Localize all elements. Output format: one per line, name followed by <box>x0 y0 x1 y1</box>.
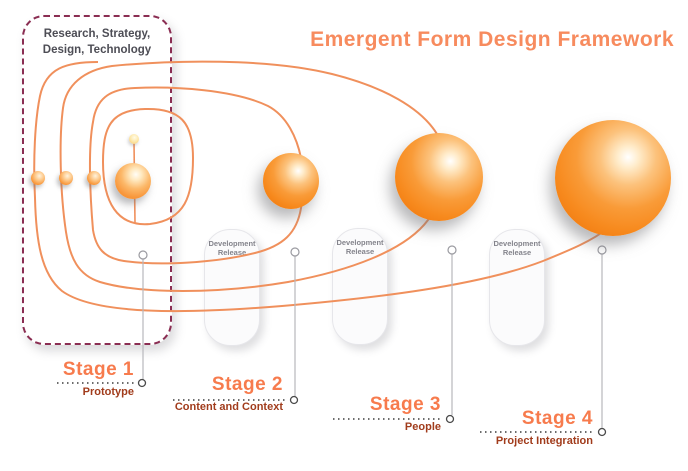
pill-label: Development Release <box>336 238 384 256</box>
orbit-loop-inner <box>101 107 195 226</box>
sphere-stage-1 <box>115 163 151 199</box>
orbit-curve-stage4 <box>33 61 609 313</box>
stage-2-sublabel: Content and Context <box>174 401 283 413</box>
development-release-pill-3: Development Release <box>489 229 545 346</box>
stage-connector-circle-1 <box>138 250 148 260</box>
stage-3-sublabel: People <box>404 421 441 433</box>
development-release-pill-2: Development Release <box>332 228 388 345</box>
sphere-stage-2 <box>263 153 319 209</box>
stage-2-name: Stage 2 <box>211 374 283 395</box>
sphere-stage-3 <box>395 133 483 221</box>
stage-marker-circle-1 <box>137 378 147 388</box>
framework-title: Emergent Form Design Framework <box>310 28 674 51</box>
mini-sphere-1 <box>31 171 45 185</box>
stage-3-name: Stage 3 <box>369 394 441 415</box>
mini-sphere-3 <box>87 171 101 185</box>
stage-1-sublabel: Prototype <box>82 386 134 398</box>
mini-sphere-2 <box>59 171 73 185</box>
pill-label: Development Release <box>208 239 256 257</box>
research-box-label-line2: Design, Technology <box>42 44 152 56</box>
stage-1-labels: Stage 1 Prototype <box>20 359 134 399</box>
stage-connector-circle-2 <box>290 247 300 257</box>
stage-2-labels: Stage 2 Content and Context <box>149 374 283 414</box>
stage-4-labels: Stage 4 Project Integration <box>453 408 593 448</box>
stage-connector-circle-3 <box>447 245 457 255</box>
research-box-label: Research, Strategy, Design, Technology <box>22 26 172 58</box>
orbit-loop-stage2 <box>88 86 305 265</box>
stage-3-labels: Stage 3 People <box>301 394 441 434</box>
stage-connector-circle-4 <box>597 245 607 255</box>
stage-4-name: Stage 4 <box>521 408 593 429</box>
stage-marker-circle-3 <box>445 414 455 424</box>
research-box-label-line1: Research, Strategy, <box>43 28 151 40</box>
seed-sphere <box>129 134 139 144</box>
pill-label: Development Release <box>493 239 541 257</box>
sphere-stage-4 <box>555 120 671 236</box>
stage-marker-circle-4 <box>597 427 607 437</box>
stage-4-sublabel: Project Integration <box>495 435 593 447</box>
stage-marker-circle-2 <box>289 395 299 405</box>
stage-1-name: Stage 1 <box>62 359 134 380</box>
